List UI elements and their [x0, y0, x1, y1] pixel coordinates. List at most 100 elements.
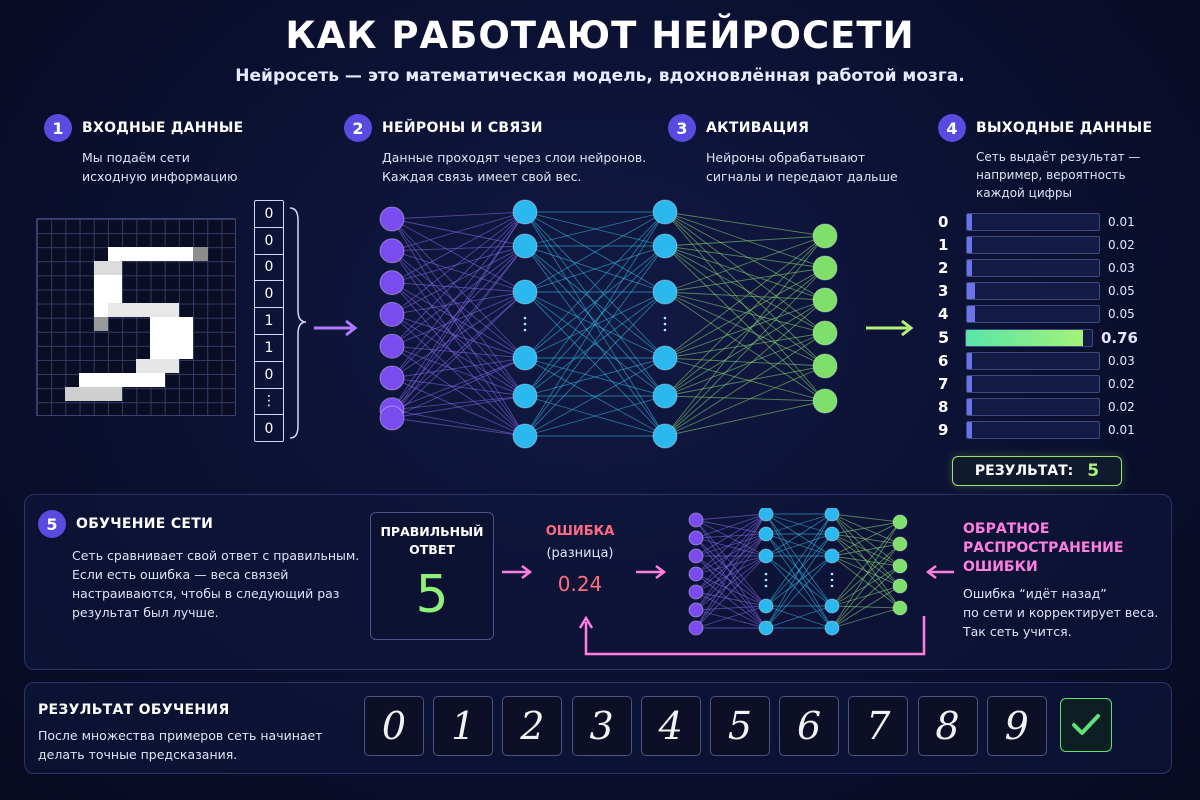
neuron-node: [512, 199, 538, 225]
result-label: РЕЗУЛЬТАТ:: [974, 463, 1074, 479]
outcome-text-line: делать точные предсказания.: [38, 747, 238, 762]
neuron-node: [688, 530, 704, 546]
connection-line: [831, 533, 901, 587]
connection-line: [391, 291, 526, 379]
connection-line: [664, 291, 826, 301]
probability-value: 0.05: [1108, 307, 1135, 322]
step-number: 2: [344, 114, 372, 142]
connection-line: [695, 513, 767, 611]
arrow-right-icon: [636, 565, 667, 579]
check-icon: [1060, 698, 1112, 752]
connection-line: [524, 291, 666, 359]
connection-line: [664, 299, 826, 359]
backprop-text-line: Ошибка “идёт назад”: [963, 586, 1107, 601]
connection-line: [695, 605, 767, 629]
step-text-line: Сеть сравнивает свой ответ с правильным.: [72, 548, 360, 563]
error-value: 0.24: [557, 572, 603, 596]
digit-five-pixels: [65, 247, 208, 401]
vector-cell: 0: [255, 228, 283, 255]
connection-line: [391, 357, 526, 379]
digit-tile: 6: [779, 696, 840, 756]
neuron-node: [758, 526, 774, 542]
step-number: 1: [44, 114, 72, 142]
connection-line: [664, 211, 826, 334]
neuron-node: [758, 508, 774, 522]
digit-label: 2: [938, 258, 949, 277]
connection-line: [664, 357, 826, 367]
probability-fill: [967, 422, 973, 439]
input-vector: 0 0 0 0 1 1 0 ⋮ 0: [254, 200, 284, 442]
probability-fill: [967, 352, 973, 369]
step-text-line: Данные проходят через слои нейронов.: [382, 150, 647, 165]
connection-line: [391, 245, 526, 252]
connection-line: [765, 513, 833, 535]
connection-line: [831, 555, 901, 609]
probability-value: 0.05: [1108, 284, 1135, 299]
small-neural-network: [688, 508, 908, 636]
connection-line: [524, 211, 666, 247]
probability-bar: [966, 398, 1100, 417]
probability-value: 0.03: [1108, 260, 1135, 275]
input-image-grid: [36, 218, 236, 416]
digit-label: 4: [938, 305, 949, 324]
probability-bar: [966, 374, 1100, 393]
connection-line: [765, 533, 833, 557]
digit-label: 9: [938, 421, 949, 440]
connection-line: [391, 291, 526, 315]
connection-line: [695, 513, 767, 575]
connection-line: [664, 245, 826, 367]
probability-bar: [966, 305, 1100, 324]
vector-cell: 0: [255, 362, 283, 389]
backprop-title: ОБРАТНОЕ РАСПРОСТРАНЕНИЕ ОШИБКИ: [963, 520, 1143, 577]
network-connections: [695, 513, 901, 629]
connection-line: [391, 291, 526, 347]
step-number: 3: [668, 114, 696, 142]
probability-fill: [967, 259, 973, 276]
connection-line: [664, 245, 826, 334]
connection-line: [524, 245, 666, 293]
connection-line: [524, 245, 666, 397]
probability-fill: [967, 236, 973, 253]
step-title: ОБУЧЕНИЕ СЕТИ: [76, 516, 214, 532]
digit-label: 1: [938, 235, 949, 254]
neuron-node: [812, 388, 838, 414]
neuron-node: [379, 270, 405, 296]
vector-cell: 0: [255, 281, 283, 309]
result-badge: РЕЗУЛЬТАТ: 5: [952, 456, 1122, 486]
probability-bar: [966, 351, 1100, 370]
digit-tile: 7: [848, 696, 909, 756]
connection-line: [831, 585, 901, 607]
connection-line: [391, 377, 526, 397]
connection-line: [391, 218, 526, 397]
connection-line: [524, 395, 666, 437]
connection-line: [695, 519, 767, 535]
connection-line: [664, 267, 826, 359]
correct-answer-label: ПРАВИЛЬНЫЙ ОТВЕТ: [371, 523, 493, 559]
neuron-node: [652, 279, 678, 305]
input-brace: [289, 207, 307, 439]
digit-tile: 1: [433, 696, 494, 756]
neuron-node: [758, 620, 774, 636]
probability-value: 0.02: [1108, 237, 1135, 252]
step-text-line: Сеть выдаёт результат —: [976, 150, 1141, 164]
connection-line: [391, 245, 526, 411]
connection-line: [664, 235, 826, 397]
correct-answer-box: ПРАВИЛЬНЫЙ ОТВЕТ 5: [370, 512, 494, 640]
probability-value: 0.76: [1100, 328, 1138, 347]
step-1: 1 ВХОДНЫЕ ДАННЫЕ Мы подаём сети исходную…: [44, 114, 244, 186]
connection-line: [831, 521, 901, 607]
connection-line: [695, 555, 767, 611]
connection-line: [831, 565, 901, 629]
vector-cell: 1: [255, 308, 283, 335]
step-5: 5 ОБУЧЕНИЕ СЕТИ Сеть сравнивает свой отв…: [38, 510, 359, 622]
connection-line: [765, 555, 833, 629]
neural-network: [379, 199, 838, 449]
ellipsis-dot: [764, 572, 768, 576]
step-title: НЕЙРОНЫ И СВЯЗИ: [382, 120, 543, 136]
connection-line: [524, 357, 666, 397]
digit-tile: 4: [640, 696, 701, 756]
connection-line: [391, 250, 526, 359]
